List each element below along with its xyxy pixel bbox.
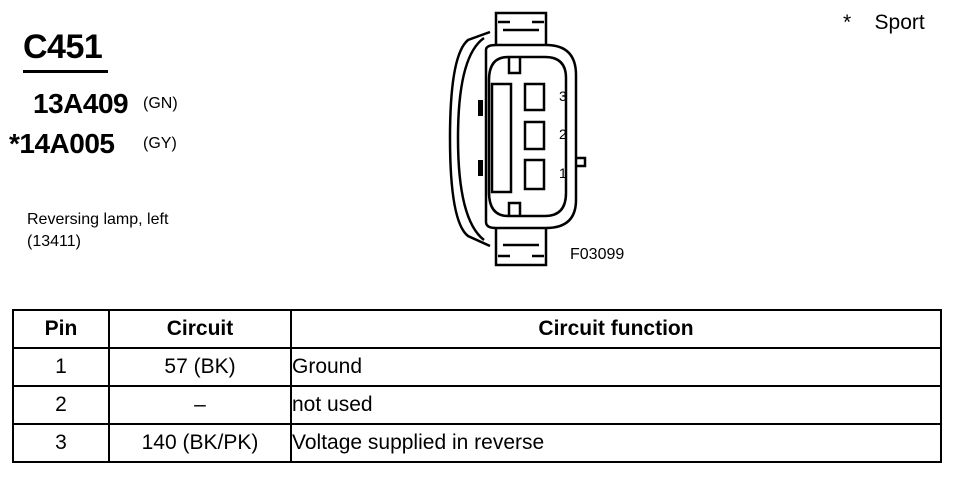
function-cell: Ground	[290, 347, 942, 387]
pin-cell: 2	[12, 385, 110, 425]
header-pin: Pin	[12, 309, 110, 349]
pin-label-1: 1	[559, 165, 567, 181]
pin-cell: 3	[12, 423, 110, 463]
header-circuit-function: Circuit function	[290, 309, 942, 349]
pin-label-3: 3	[559, 88, 567, 104]
connector-description: Reversing lamp, left	[27, 211, 169, 228]
table-row: 1 57 (BK) Ground	[12, 347, 942, 387]
table-header-row: Pin Circuit Circuit function	[12, 309, 942, 349]
footnote-sport: * Sport	[843, 11, 925, 34]
component-reference: (13411)	[27, 233, 81, 250]
circuit-cell: 57 (BK)	[108, 347, 292, 387]
header-circuit: Circuit	[108, 309, 292, 349]
part-number-2: *14A005	[9, 128, 115, 159]
pin-cell: 1	[12, 347, 110, 387]
circuit-cell: 140 (BK/PK)	[108, 423, 292, 463]
connector-id: C451	[23, 28, 103, 66]
figure-id: F03099	[570, 246, 625, 263]
circuit-cell: –	[108, 385, 292, 425]
part-color-2: (GY)	[143, 135, 177, 152]
function-cell: Voltage supplied in reverse	[290, 423, 942, 463]
part-number-1: 13A409	[33, 88, 129, 119]
connector-face-diagram	[448, 11, 587, 267]
pin-label-2: 2	[559, 126, 567, 142]
part-color-1: (GN)	[143, 95, 178, 112]
table-row: 2 – not used	[12, 385, 942, 425]
connector-id-underline	[23, 70, 108, 73]
table-row: 3 140 (BK/PK) Voltage supplied in revers…	[12, 423, 942, 463]
pinout-table: Pin Circuit Circuit function 1 57 (BK) G…	[12, 309, 942, 463]
function-cell: not used	[290, 385, 942, 425]
